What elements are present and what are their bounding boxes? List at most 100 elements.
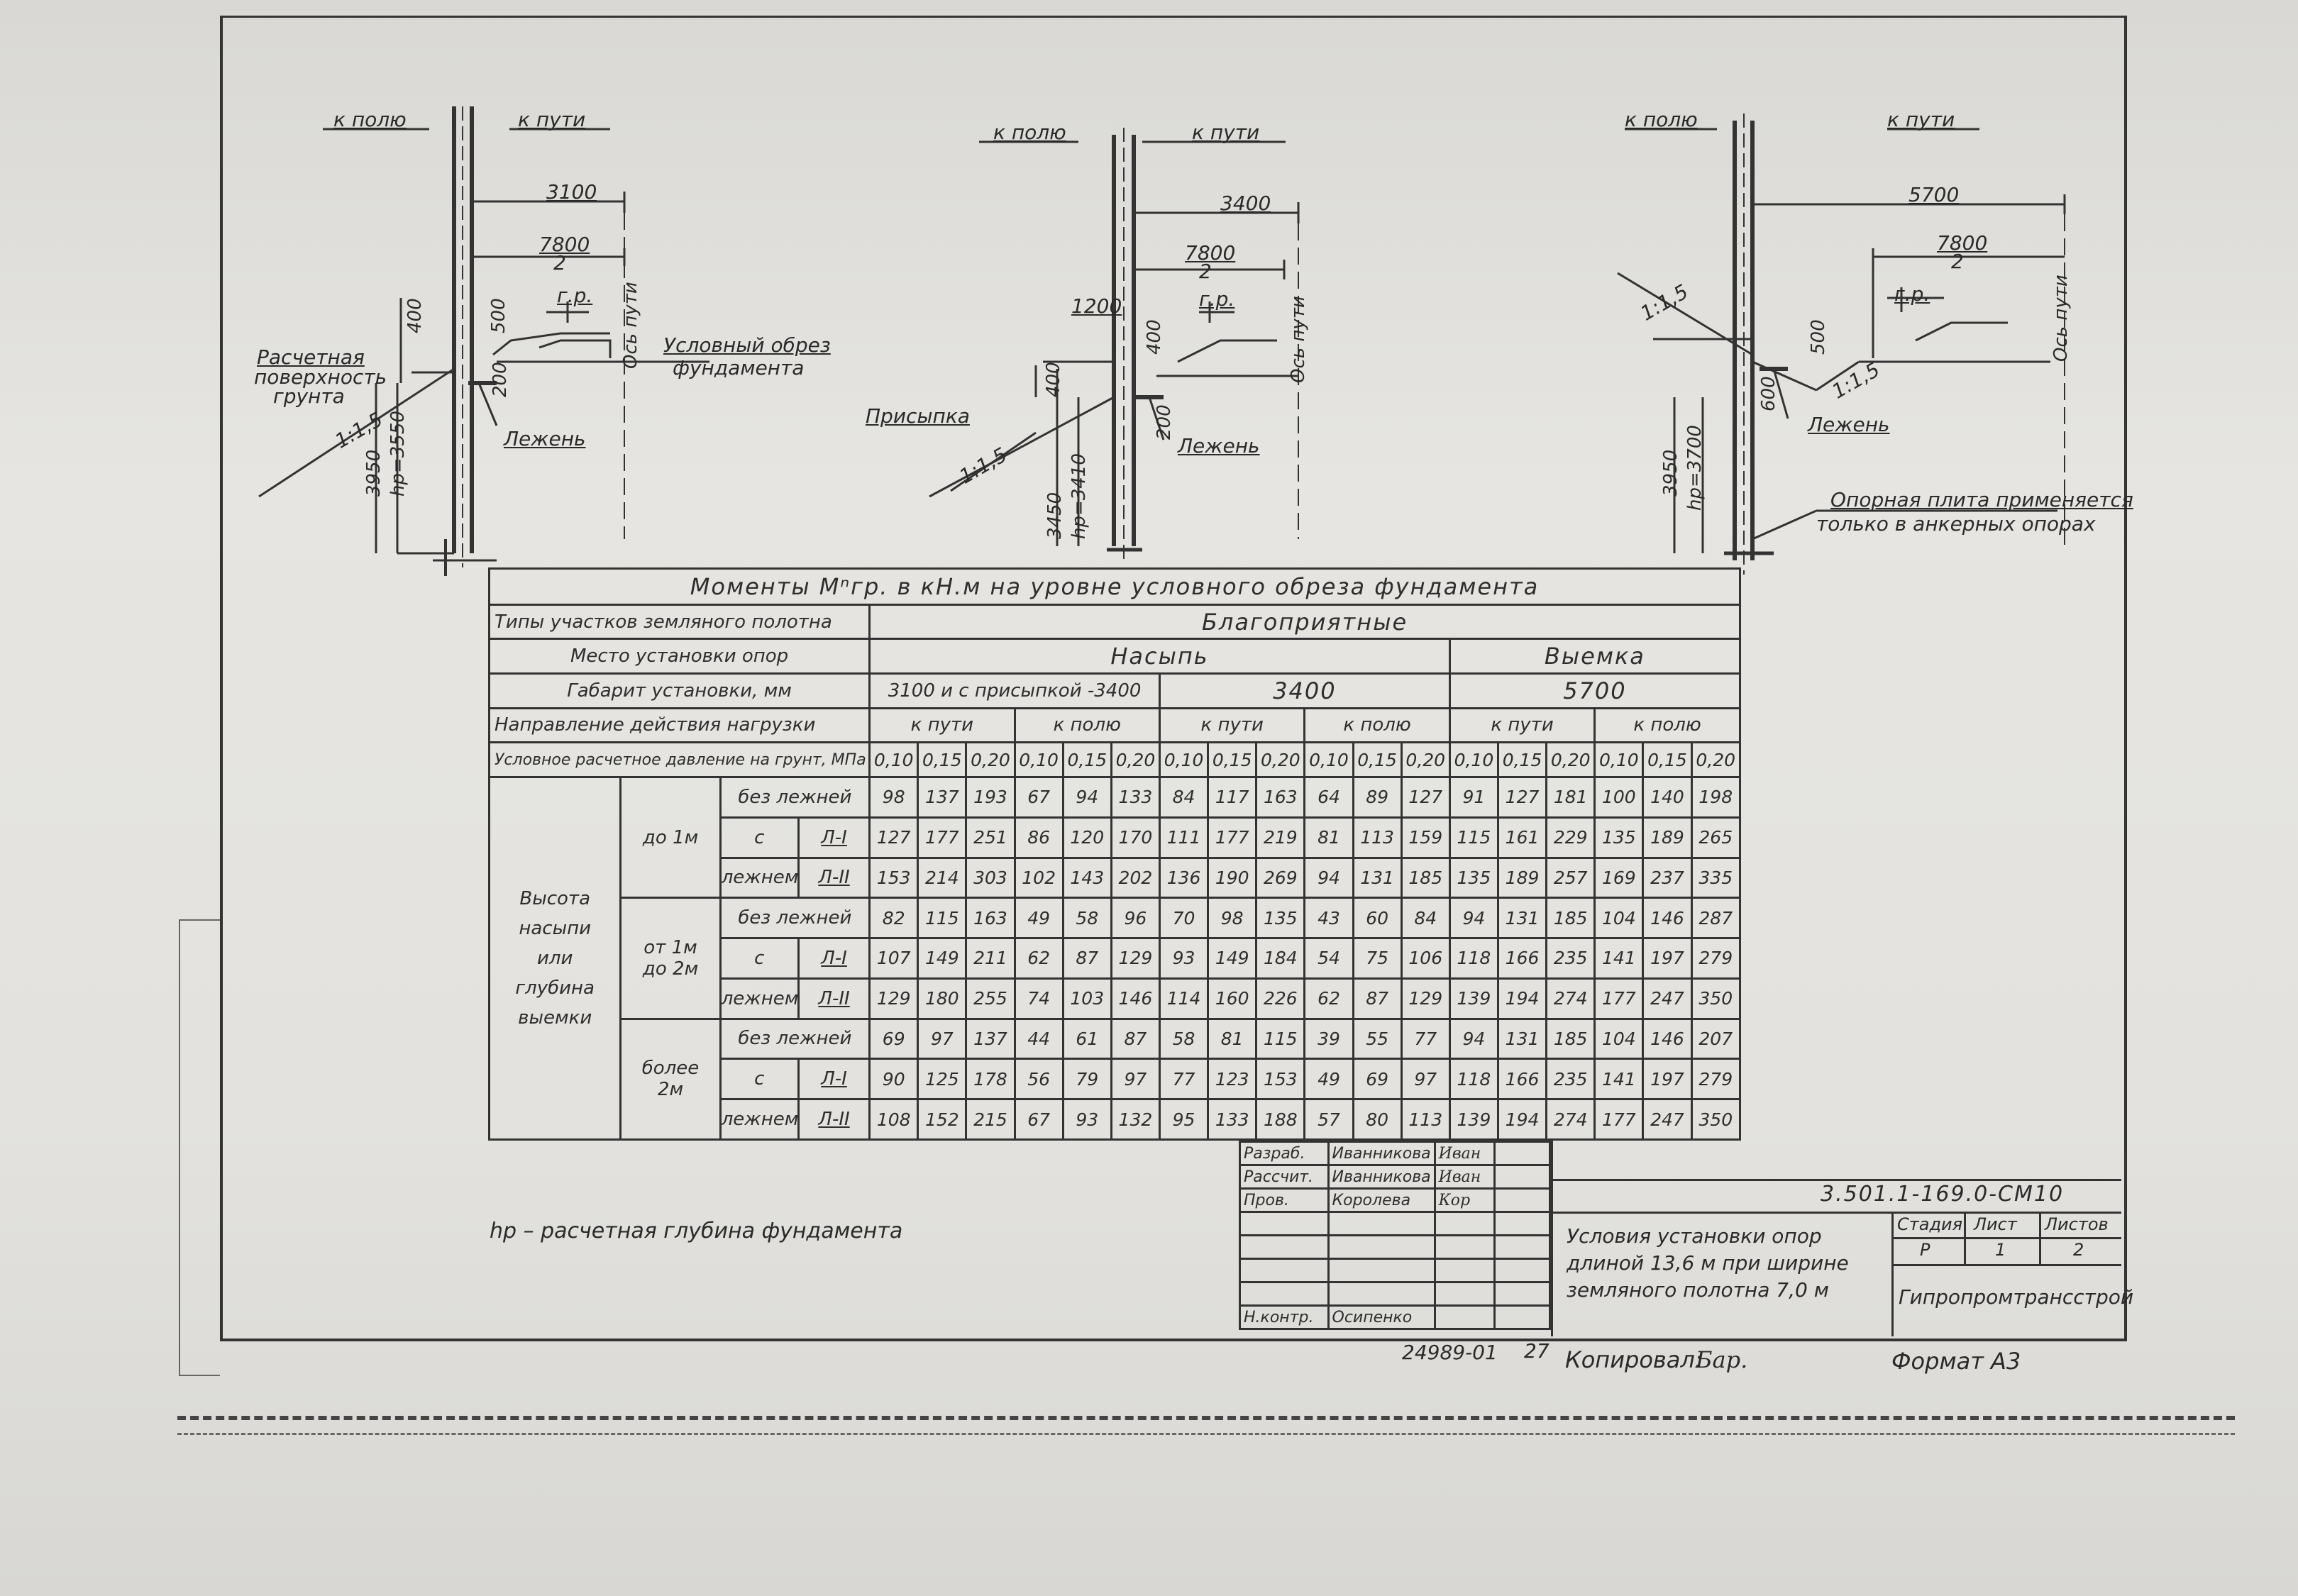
vyemka-header: Выемка [1448,638,1742,675]
moment-value: 269 [1255,856,1306,899]
height-group-label-line: от 1м [643,936,697,958]
moment-value: 185 [1545,897,1596,940]
left-dim-3100: 3100 [546,180,597,204]
moment-value: 131 [1496,1017,1548,1060]
moment-value: 64 [1303,775,1354,819]
moment-value: 178 [965,1058,1016,1101]
right-dim-7800-divisor: 2 [1951,250,1964,273]
moment-value: 139 [1448,1098,1499,1141]
moment-value: 58 [1158,1017,1210,1060]
left-cut-1: Условный обрез [663,333,831,357]
moment-value: 146 [1642,897,1693,940]
pressure-16: 0,15 [1642,741,1693,778]
empty-cell [1327,1211,1436,1236]
moment-value: 255 [965,977,1016,1020]
empty-cell [1433,1281,1496,1307]
moment-value: 137 [965,1017,1016,1060]
right-dim-600: 600 [1758,376,1779,411]
moment-value: 100 [1593,775,1645,819]
empty-cell [1493,1281,1551,1307]
moment-value: 62 [1303,977,1354,1020]
hp-note: hр – расчетная глубина фундамента [490,1219,903,1243]
moment-value: 188 [1255,1098,1306,1141]
row-place-label: Место установки опор [487,638,871,675]
pressure-11: 0,20 [1400,741,1451,778]
moment-value: 57 [1303,1098,1354,1141]
moment-value: 131 [1352,856,1403,899]
moment-value: 81 [1207,1017,1258,1060]
moment-value: 96 [1110,897,1161,940]
moment-value: 80 [1352,1098,1403,1141]
lezhen-type: Л-II [797,1098,871,1141]
moment-value: 89 [1352,775,1403,819]
moment-value: 146 [1110,977,1161,1020]
moment-value: 279 [1690,1058,1742,1101]
moment-value: 39 [1303,1017,1354,1060]
empty-cell [1493,1211,1551,1236]
row-dir-label: Направление действия нагрузки [487,706,871,744]
moment-value: 207 [1690,1017,1742,1060]
right-dim-5700: 5700 [1908,183,1960,206]
lezhen-type: Л-I [797,816,871,859]
moment-value: 125 [917,1058,968,1101]
signature-name: Иванникова [1327,1164,1436,1190]
moment-value: 91 [1448,775,1499,819]
inventory-number: 24989-01 [1402,1341,1498,1364]
left-dim-500: 500 [488,298,509,333]
empty-cell [1493,1234,1551,1260]
moment-value: 137 [917,775,968,819]
moment-value: 177 [1207,816,1258,859]
moment-value: 197 [1642,937,1693,980]
empty-cell [1327,1258,1436,1283]
height-label-line: глубина [515,977,595,999]
moment-value: 62 [1013,937,1064,980]
moment-value: 180 [917,977,968,1020]
moments-table: Моменты Мⁿгр. в кН.м на уровне условного… [487,567,1742,1141]
moment-value: 163 [1255,775,1306,819]
moment-value: 184 [1255,937,1306,980]
moment-value: 219 [1255,816,1306,859]
stadiya-value: Р [1920,1240,1930,1260]
signature-date [1493,1141,1551,1166]
signature-role: Разраб. [1239,1141,1330,1166]
moment-value: 257 [1545,856,1596,899]
drawing-code: 3.501.1-169.0-СМ10 [1821,1182,2065,1207]
gabarit-2: 3400 [1158,672,1451,709]
foundation-kind: с [719,816,800,859]
moment-value: 87 [1061,937,1112,980]
moment-value: 132 [1110,1098,1161,1141]
middle-prisypka: Присыпка [866,404,970,428]
height-group-label-line: более [641,1058,700,1080]
left-section [258,106,709,576]
left-k-polyu: к полю [333,108,407,131]
gabarit-1: 3100 и с присыпкой -3400 [868,672,1161,709]
moment-value: 84 [1400,897,1451,940]
moment-value: 129 [1400,977,1451,1020]
moment-value: 303 [965,856,1016,899]
moment-value: 77 [1158,1058,1210,1101]
left-ground-3: грунта [273,384,345,408]
moment-value: 190 [1207,856,1258,899]
gabarit-3: 5700 [1448,672,1742,709]
moment-value: 115 [917,897,968,940]
moment-value: 159 [1400,816,1451,859]
moment-value: 87 [1110,1017,1161,1060]
moment-value: 103 [1061,977,1112,1020]
middle-dim-400b: 400 [1043,362,1064,397]
empty-cell [1239,1281,1330,1307]
moment-value: 131 [1496,897,1548,940]
dir-polyu-1: к полю [1013,706,1161,744]
moment-value: 335 [1690,856,1742,899]
middle-gr: г.р. [1199,287,1235,311]
moment-value: 75 [1352,937,1403,980]
moment-value: 214 [917,856,968,899]
moment-value: 86 [1013,816,1064,859]
pressure-0: 0,10 [868,741,919,778]
moment-value: 185 [1400,856,1451,899]
